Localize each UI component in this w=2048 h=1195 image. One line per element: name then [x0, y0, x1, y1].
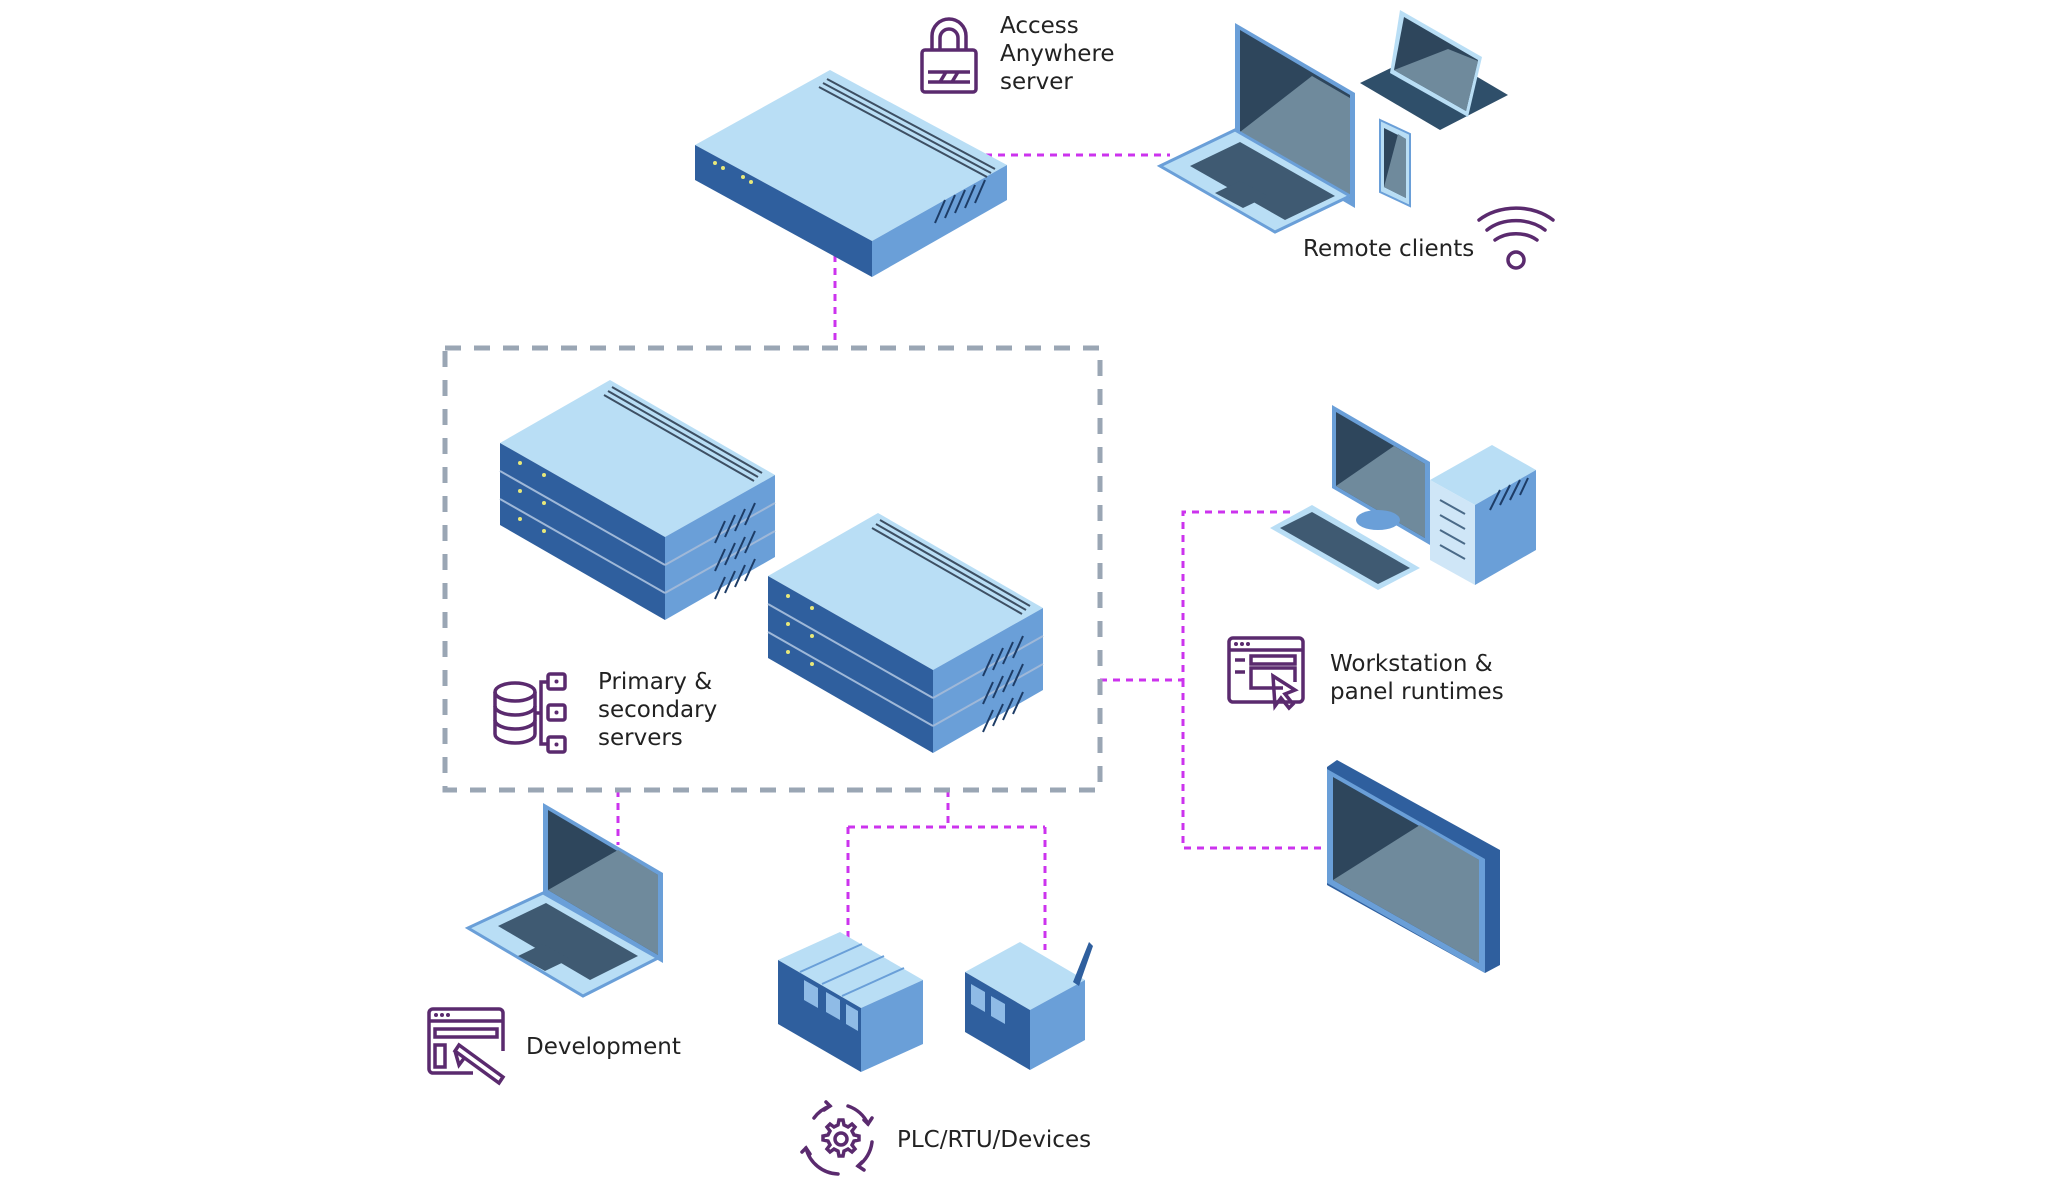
access-anywhere-label: Access Anywhere server [1000, 12, 1115, 96]
window-cursor-icon [1227, 636, 1305, 711]
workstation-desktop-device[interactable] [1270, 400, 1545, 590]
remote-laptop-device[interactable] [1156, 18, 1360, 234]
label-line: Primary & [598, 669, 713, 695]
padlock-icon [920, 17, 978, 94]
connector-to-plc [846, 825, 1047, 950]
label-line: Workstation & [1330, 651, 1493, 677]
remote-clients-label: Remote clients [1303, 236, 1475, 262]
primary-server-stack[interactable] [499, 375, 780, 625]
remote-smartphone-device[interactable] [1378, 118, 1418, 208]
connector-servers-to-panel [1181, 680, 1340, 850]
development-label: Development [526, 1034, 681, 1060]
label-line: server [1000, 69, 1073, 95]
label-line: servers [598, 725, 683, 751]
connector-servers-to-workstation [1100, 510, 1290, 682]
plc-label: PLC/RTU/Devices [897, 1127, 1092, 1153]
rtu-device[interactable] [965, 940, 1097, 1075]
plc-rack-device[interactable] [778, 932, 923, 1072]
primary-secondary-label: Primary & secondary servers [598, 668, 717, 752]
window-pencil-icon [427, 1007, 506, 1086]
gear-cycle-icon [800, 1100, 874, 1176]
label-line: panel runtimes [1330, 679, 1504, 705]
workstation-label: Workstation & panel runtimes [1330, 650, 1504, 706]
wifi-icon [1477, 206, 1555, 270]
development-laptop-device[interactable] [464, 798, 668, 1008]
remote-tablet-device[interactable] [1360, 5, 1510, 135]
panel-display-device[interactable] [1325, 755, 1515, 975]
database-hierarchy-icon [493, 672, 567, 754]
access-anywhere-server-device[interactable] [695, 65, 1015, 285]
label-line: Anywhere [1000, 41, 1115, 67]
label-line: secondary [598, 697, 718, 723]
label-line: Access [1000, 13, 1079, 39]
secondary-server-stack[interactable] [767, 508, 1048, 758]
